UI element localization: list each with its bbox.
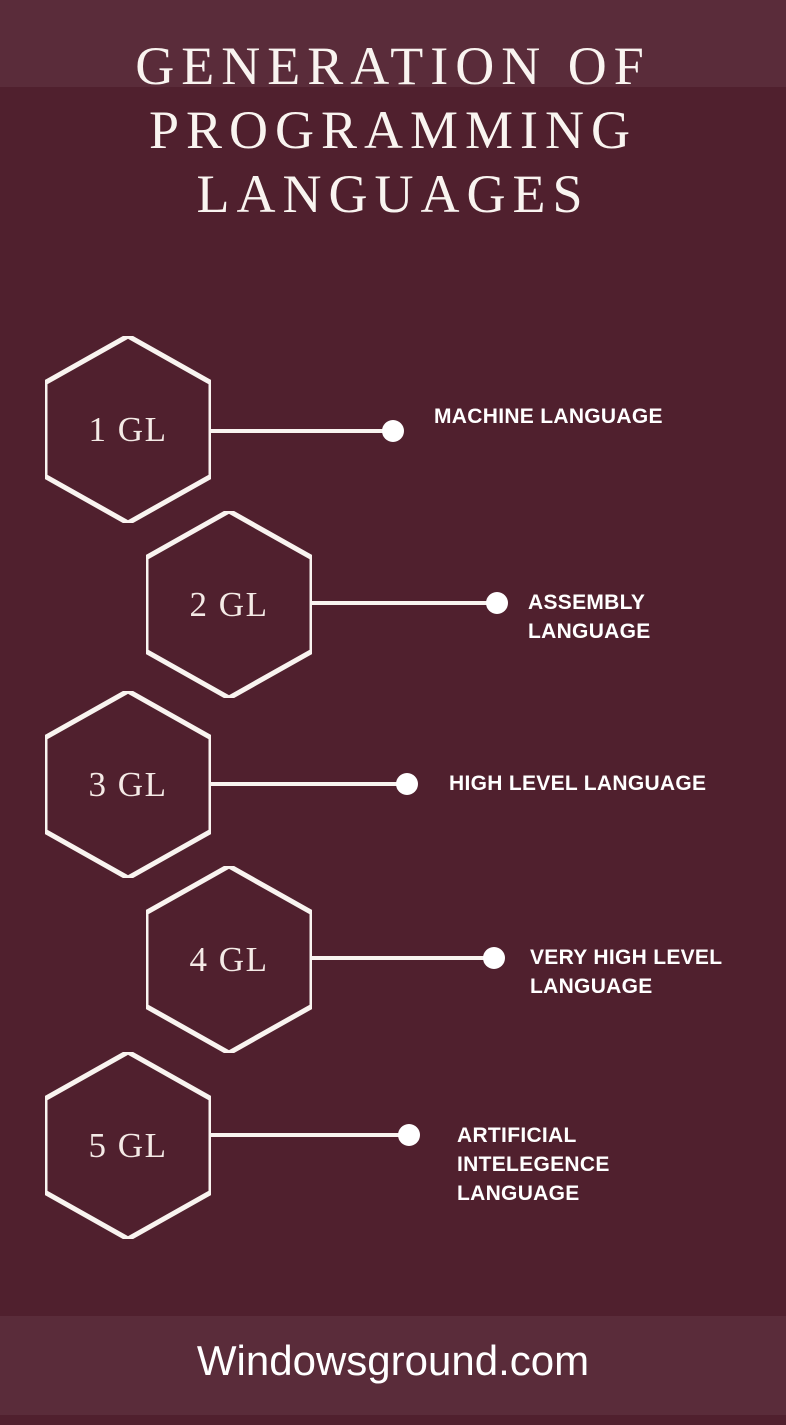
generation-badge: 1 GL bbox=[88, 409, 168, 449]
connector-dot bbox=[382, 420, 404, 442]
generation-badge: 2 GL bbox=[189, 584, 269, 624]
title-line-3: LANGUAGES bbox=[196, 164, 590, 224]
connector-dot bbox=[483, 947, 505, 969]
footer-background-band bbox=[0, 1316, 786, 1415]
connector-dot bbox=[398, 1124, 420, 1146]
connector-line bbox=[209, 429, 385, 433]
title-line-1: GENERATION OF bbox=[135, 36, 651, 96]
generation-badge: 3 GL bbox=[88, 764, 168, 804]
page-title: GENERATION OF PROGRAMMING LANGUAGES bbox=[0, 34, 786, 226]
connector-line bbox=[209, 782, 399, 786]
connector-line bbox=[310, 956, 487, 960]
generation-badge: 4 GL bbox=[189, 939, 269, 979]
generation-hexagon: 1 GL bbox=[45, 336, 211, 523]
generation-label: ASSEMBLY LANGUAGE bbox=[528, 591, 651, 643]
connector-dot bbox=[486, 592, 508, 614]
connector-line bbox=[209, 1133, 401, 1137]
connector-dot bbox=[396, 773, 418, 795]
generation-label: VERY HIGH LEVEL LANGUAGE bbox=[530, 946, 723, 998]
generation-hexagon: 4 GL bbox=[146, 866, 312, 1053]
generation-hexagon: 3 GL bbox=[45, 691, 211, 878]
generation-hexagon: 5 GL bbox=[45, 1052, 211, 1239]
generation-hexagon: 2 GL bbox=[146, 511, 312, 698]
generation-label: MACHINE LANGUAGE bbox=[434, 405, 663, 428]
generation-label: ARTIFICIAL INTELEGENCE LANGUAGE bbox=[457, 1124, 610, 1205]
footer-site-name: Windowsground.com bbox=[196, 1337, 590, 1384]
connector-line bbox=[310, 601, 490, 605]
generation-badge: 5 GL bbox=[88, 1125, 168, 1165]
generation-label: HIGH LEVEL LANGUAGE bbox=[449, 772, 707, 795]
title-line-2: PROGRAMMING bbox=[148, 100, 638, 160]
top-background-band bbox=[0, 0, 786, 87]
